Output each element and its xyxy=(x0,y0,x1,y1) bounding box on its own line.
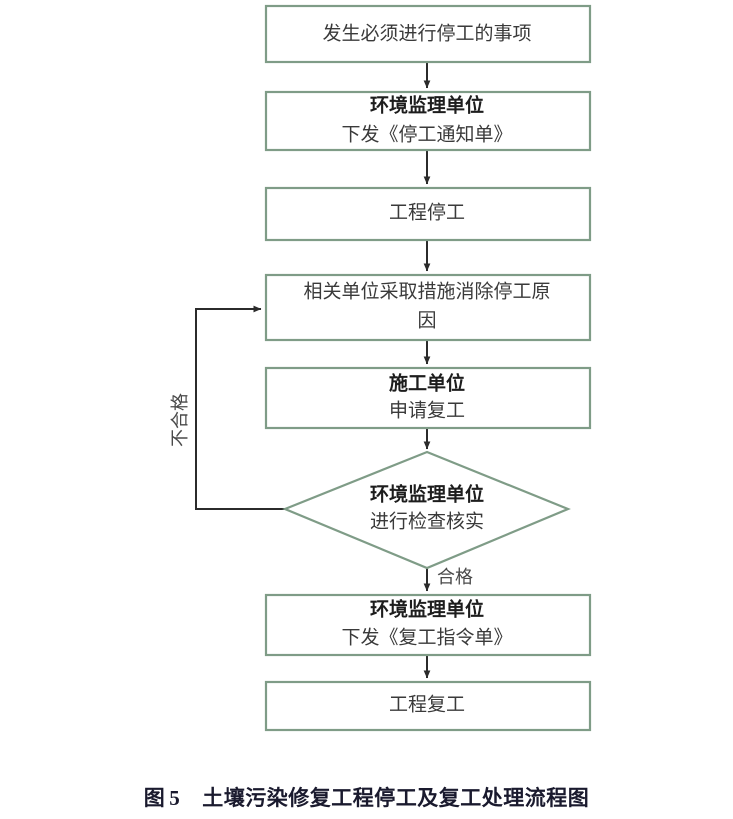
node-remove-cause-shape[interactable] xyxy=(264,273,592,342)
node-project-stopped-label-line1: 工程停工 xyxy=(389,201,465,223)
node-issue-resume-order-shape[interactable] xyxy=(264,593,592,657)
node-inspect-verify-label-line1: 环境监理单位 xyxy=(370,482,484,505)
connector-feedback-loop xyxy=(195,305,285,510)
node-remove-cause-label-line1: 相关单位采取措施消除停工原 xyxy=(303,280,550,302)
edge-label-pass: 合格 xyxy=(437,567,473,587)
node-project-stopped-shape[interactable] xyxy=(264,186,592,242)
node-issue-stop-notice-shape[interactable] xyxy=(264,90,592,152)
caption-number: 5 xyxy=(169,786,181,810)
node-issue-stop-notice-label-line2: 下发《停工通知单》 xyxy=(341,123,512,145)
node-project-resumed-shape[interactable] xyxy=(264,680,592,732)
node-inspect-verify-shape[interactable] xyxy=(282,450,571,570)
caption-title: 土壤污染修复工程停工及复工处理流程图 xyxy=(202,786,590,810)
node-remove-cause-label-line2: 因 xyxy=(417,310,436,331)
edge-labels: 合格 不合格 xyxy=(170,393,473,587)
node-event-label-line1: 发生必须进行停工的事项 xyxy=(322,22,531,44)
node-issue-stop-notice-label-line1: 环境监理单位 xyxy=(370,93,484,116)
node-apply-resume-shape[interactable] xyxy=(264,366,592,430)
node-issue-resume-order-label-line1: 环境监理单位 xyxy=(370,597,484,620)
node-issue-resume-order-label-line2: 下发《复工指令单》 xyxy=(341,626,512,648)
node-apply-resume-label-line2: 申请复工 xyxy=(389,399,465,421)
node-labels: 发生必须进行停工的事项 环境监理单位 下发《停工通知单》 工程停工 相关单位采取… xyxy=(303,22,550,715)
node-shapes xyxy=(264,4,592,732)
caption-label: 图 xyxy=(143,786,166,810)
node-apply-resume-label-line1: 施工单位 xyxy=(389,371,465,394)
node-project-resumed-label-line1: 工程复工 xyxy=(389,693,465,715)
edge-label-fail: 不合格 xyxy=(170,393,190,447)
node-event-shape[interactable] xyxy=(264,4,592,64)
connectors xyxy=(195,62,431,679)
node-inspect-verify-label-line2: 进行检查核实 xyxy=(370,510,484,532)
